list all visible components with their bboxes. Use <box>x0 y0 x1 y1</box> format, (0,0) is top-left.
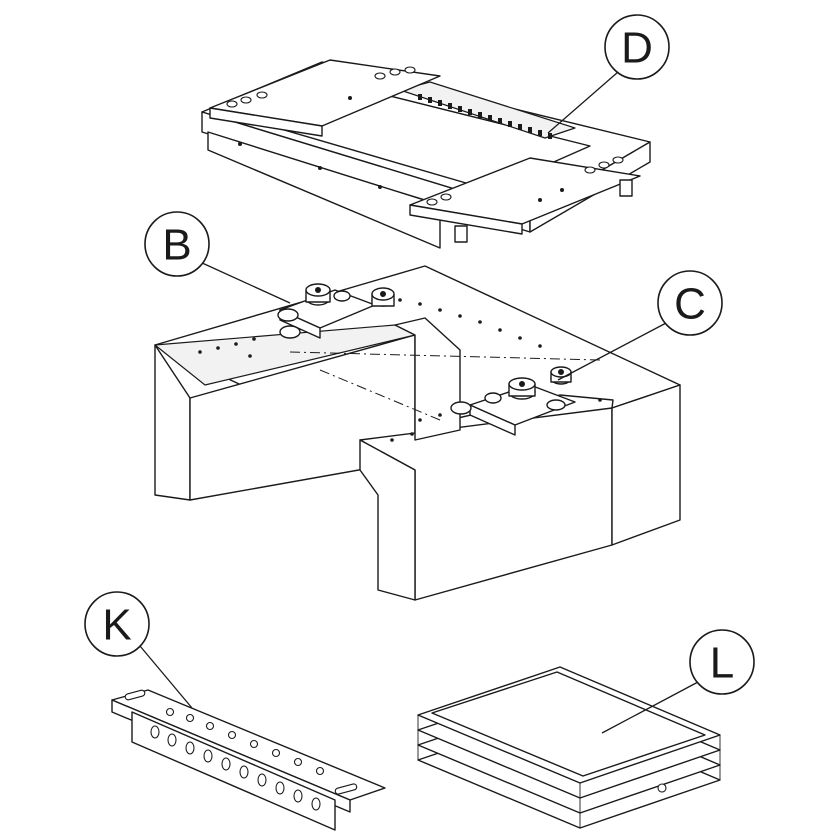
callout-l: L <box>601 629 755 734</box>
callout-k: K <box>84 591 193 709</box>
callout-d: D <box>547 14 670 134</box>
part-k-rail <box>111 689 386 831</box>
callout-c: C <box>557 270 723 381</box>
callout-k-label: K <box>102 601 131 650</box>
callout-b: B <box>144 211 291 304</box>
callout-l-label: L <box>710 639 734 688</box>
clamp-c <box>450 366 576 436</box>
rail-slots <box>418 94 552 139</box>
callout-c-label: C <box>674 280 706 329</box>
callout-d-label: D <box>621 24 653 73</box>
clamp-b <box>277 283 395 339</box>
block-holes <box>198 298 602 442</box>
plate-holes <box>226 66 624 206</box>
callout-b-label: B <box>162 221 191 270</box>
part-l-trays <box>417 666 721 829</box>
rail-holes <box>150 707 325 811</box>
part-d-pallet-frame <box>201 59 651 249</box>
main-fixture-block <box>154 265 681 601</box>
